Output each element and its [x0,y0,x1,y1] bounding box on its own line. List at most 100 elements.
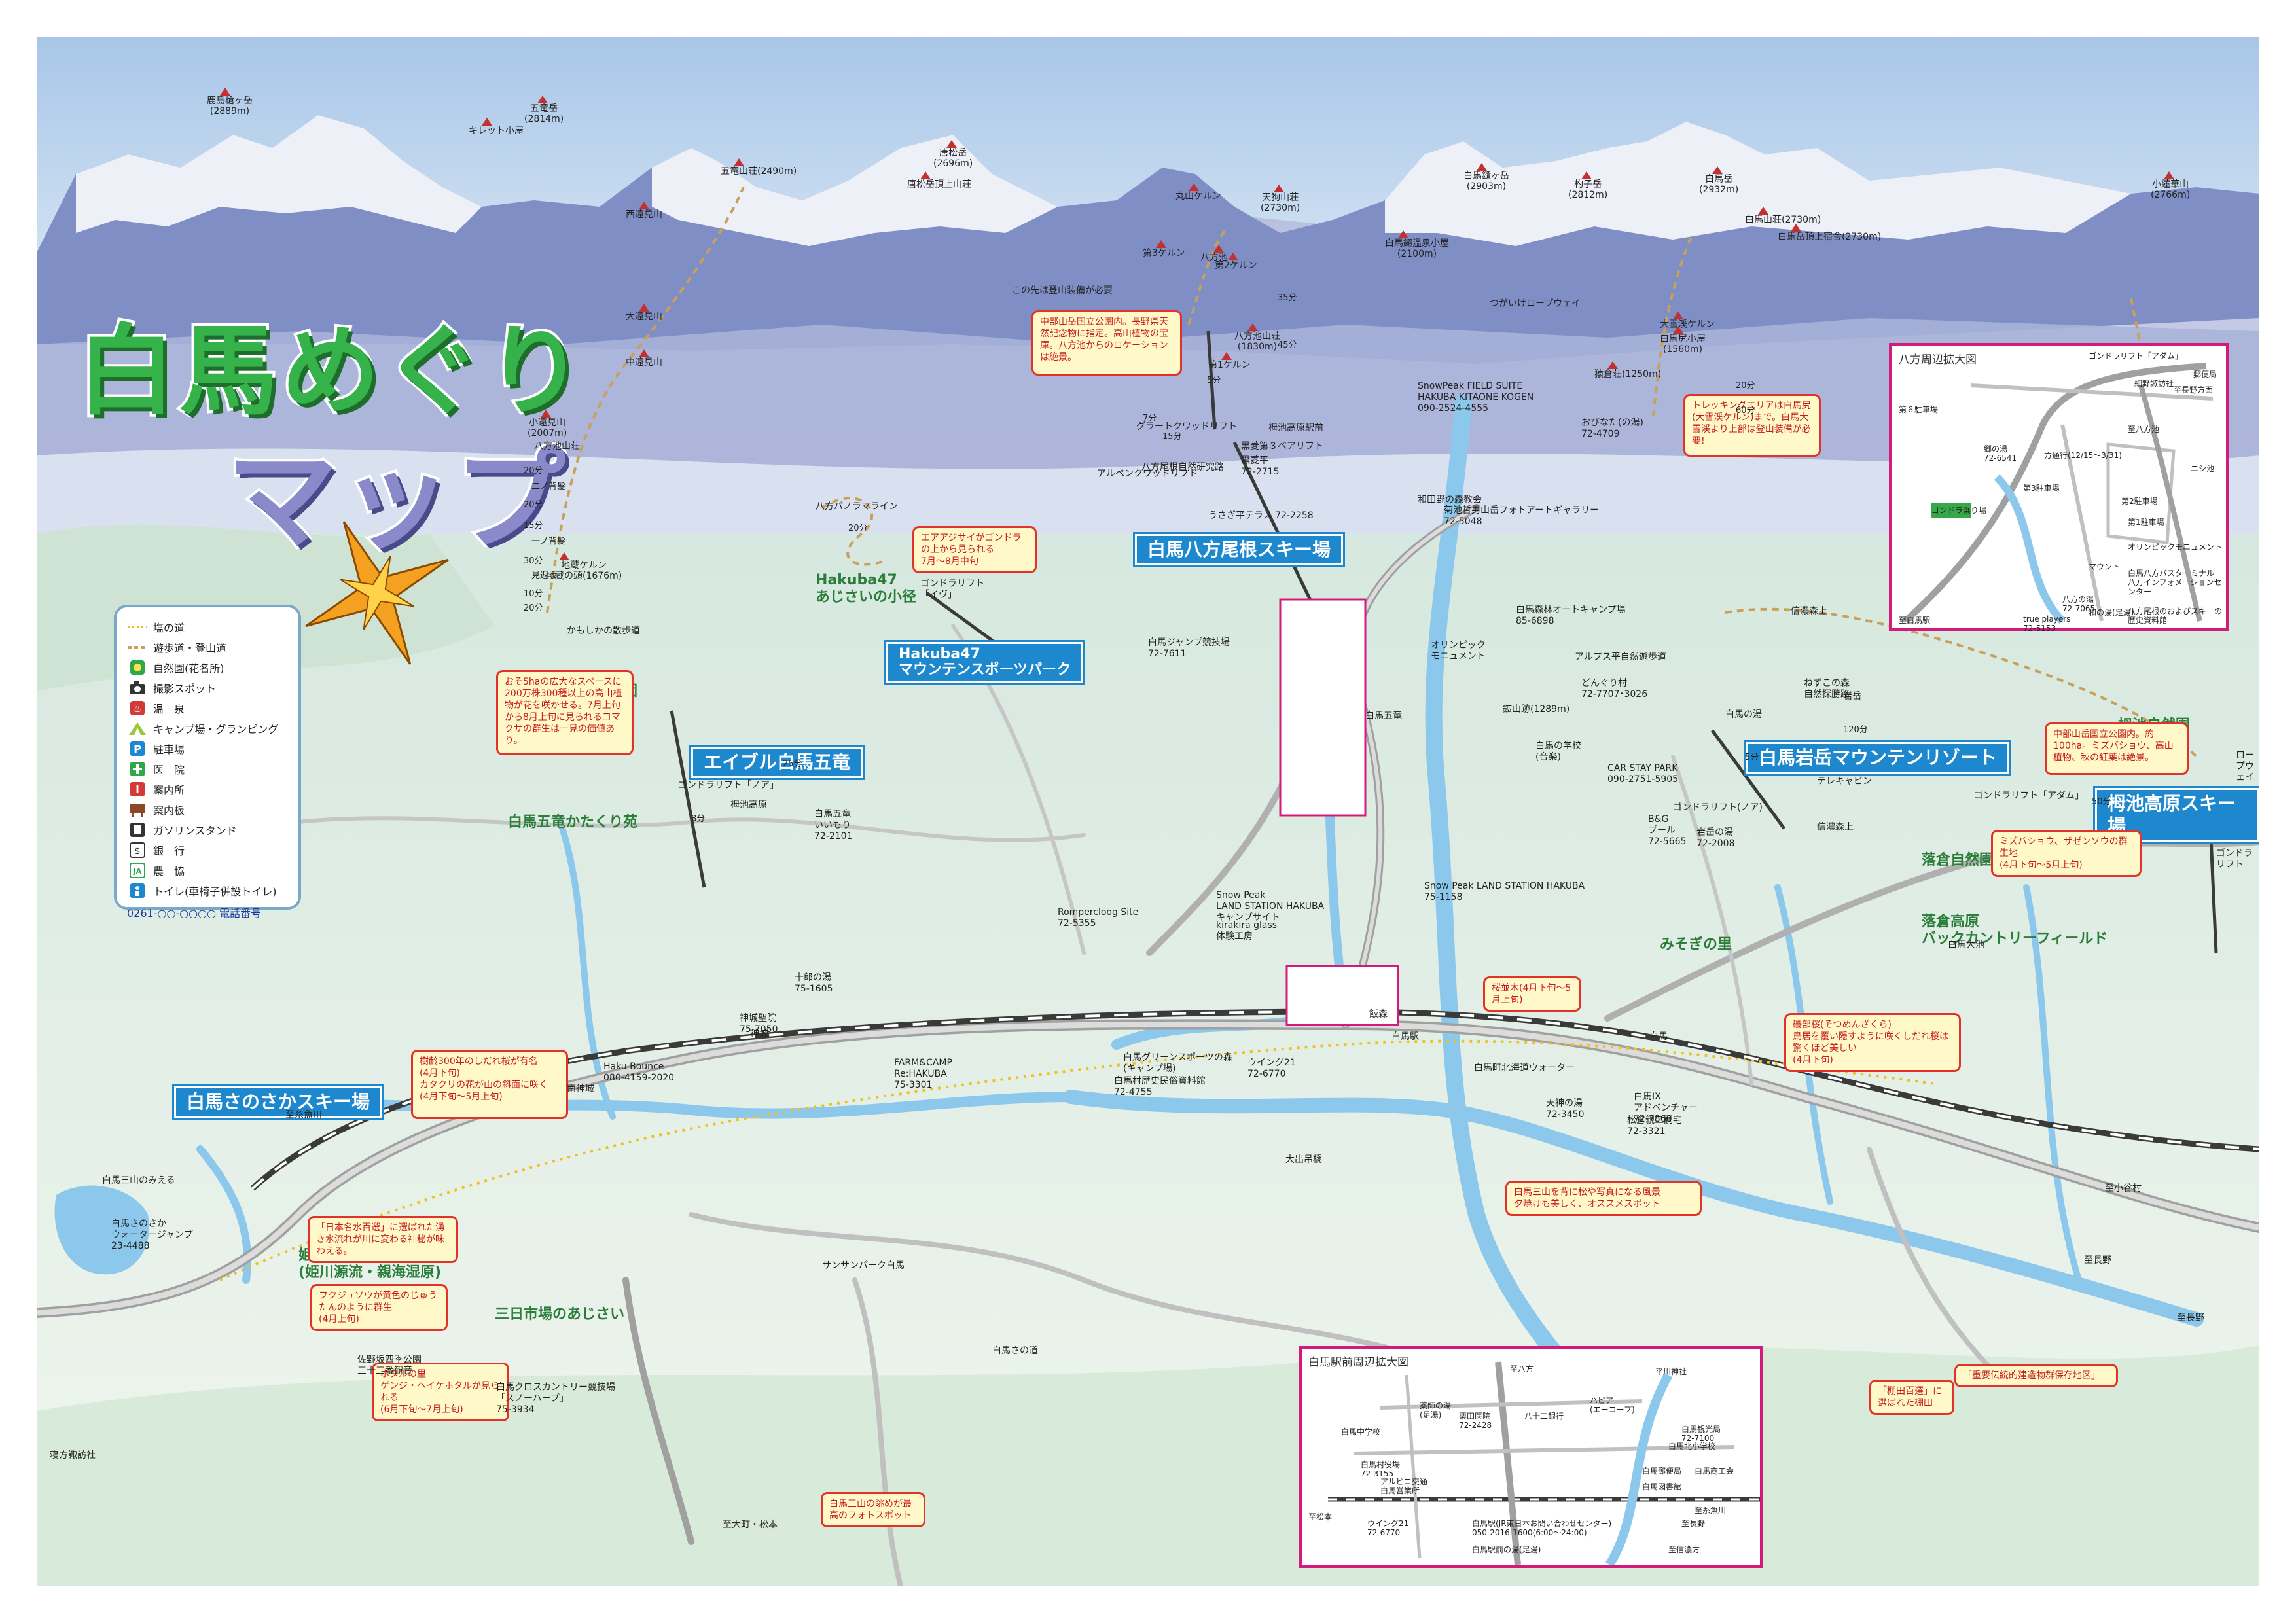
legend-item: 遊歩道・登山道 [127,637,288,657]
ski-area-banner: 白馬岩岳マウンテンリゾート [1746,742,2010,774]
peak-label: 小蓮華山 (2766m) [2151,179,2191,200]
place-label: 白馬大池 [1948,940,1984,950]
place-label: 黒菱第３ペアリフト [1241,441,1323,452]
peak-marker-icon [920,171,931,179]
peak-marker-icon [1673,312,1683,319]
inset-happo-label: 細野諏訪社 [2134,379,2174,388]
inset-happo-label: 八方の湯 72-7065 [2062,595,2096,613]
place-label: 神城 [750,1029,768,1039]
place-label: 菊池哲男山岳フォトアートギャラリー 72-5048 [1444,505,1600,527]
trail-time-label: 5分 [1745,753,1759,762]
inset-happo-label: 至白馬駅 [1899,616,1931,625]
legend-item-label: ガソリンスタンド [153,824,237,837]
legend-item-label: 温 泉 [153,702,185,715]
inset-happo-label: 白馬八方バスターミナル 八方インフォメーションセンター [2128,569,2222,596]
inset-happo-label: 至八方池 [2128,425,2160,434]
trail-time-label: 20分 [1736,381,1755,391]
place-label: ゴンドラリフト 「イヴ」 [920,579,984,600]
inset-happo-label: 第3駐車場 [2023,484,2060,493]
peak-label: 白馬鑓ヶ岳 (2903m) [1463,171,1509,192]
peak-marker-icon [1673,326,1683,334]
inset-station-drawing [1328,1361,1760,1565]
ja-icon: JA [127,862,148,878]
inset-station-label: 栗田医院 72-2428 [1459,1412,1492,1430]
inset-happo-label: マウント [2089,562,2121,571]
place-label: 白馬 [1649,1031,1668,1042]
info-callout: 「棚田百選」に選ばれた棚田 [1869,1380,1954,1415]
peak-marker-icon [1274,185,1284,192]
peak-label: 白馬岳頂上宿舎(2730m) [1778,232,1882,242]
legend-item-label: 銀 行 [153,844,185,857]
inset-station-label: 八十二銀行 [1524,1412,1564,1421]
place-label: 白馬さの道 [992,1346,1038,1356]
place-label: ゴンドラリフト [2216,848,2253,870]
trail-time-label: 50分 [2092,797,2111,807]
peak-marker-icon [734,158,744,166]
peak-label: 天狗山荘 (2730m) [1261,192,1300,213]
inset-station-frame [1285,965,1399,1026]
place-label: ゴンドラリフト「アダム」 [1974,791,2084,801]
place-label: 白馬IX アドベンチャー 72-7860 [1634,1092,1698,1124]
peak-marker-icon [639,349,649,357]
place-label: 黒菱平 72-2715 [1241,455,1280,477]
peak-label: キレット小屋 [469,126,524,136]
place-label: つがいけロープウェイ [1490,298,1581,309]
trail-time-label: 20分 [524,466,543,476]
legend-item-label: 駐車場 [153,743,185,756]
inset-station-label: 白馬商工会 [1695,1467,1734,1476]
place-label: 白馬五竜 いいもり 72-2101 [814,809,853,842]
toilet-icon [127,883,148,899]
camera-icon [127,680,148,696]
info-callout: ミズバショウ、ザゼンソウの群生地 (4月下旬～5月上旬) [1991,830,2142,877]
peak-label: 第1ケルン [1208,360,1251,370]
place-label: おびなた(の湯) 72-4709 [1581,418,1643,439]
place-label: 至小谷村 [2105,1183,2142,1194]
trail-icon [127,639,148,655]
inset-happo-label: 和の湯(足湯) [2089,608,2134,617]
place-label: アルプス平自然遊歩道 [1575,652,1666,662]
trail-time-label: 20分 [524,500,543,510]
place-label: 神城聖院 75-7050 [740,1013,778,1035]
trail-time-label: 25分 [783,759,802,769]
place-label: 白馬ジャンプ競技場 72-7611 [1148,637,1230,659]
peak-label: 第3ケルン [1143,248,1185,259]
inset-station-label: 白馬中学校 [1341,1427,1381,1436]
ski-area-banner: 白馬八方尾根スキー場 [1135,534,1344,565]
bank-icon: $ [127,842,148,858]
legend-item: 塩の道 [127,616,288,637]
peak-marker-icon [1712,166,1723,174]
peak-marker-icon [639,304,649,312]
inset-happo-frame [1279,598,1367,817]
inset-happo-label: ゴンドラ乗り場 [1931,506,1987,515]
place-label: 白馬さのさか ウォータージャンプ 23-4488 [111,1219,193,1251]
inset-station-label: 白馬北小学校 [1668,1442,1716,1451]
town-blocks [1280,599,1399,1026]
trail-time-label: 5分 [1207,376,1221,385]
place-label: 至長野 [2084,1255,2111,1266]
info-callout: 白馬三山の眺めが最高のフォトスポット [821,1492,925,1527]
place-label: 十郎の湯 75-1605 [795,972,833,994]
legend-item-label: 自然園(花名所) [153,662,224,675]
svg-text:P: P [134,743,141,755]
place-label: 和田野の森教会 [1418,495,1482,505]
legend-item: 医 院 [127,758,288,779]
peak-label: 小遠見山 (2007m) [528,418,567,438]
place-label: Snow Peak LAND STATION HAKUBA 75-1158 [1424,881,1585,902]
place-label: かもしかの散歩道 [567,626,640,636]
legend-item: キャンプ場・グランピング [127,718,288,738]
inset-happo-label: 至長野方面 [2174,385,2214,395]
inset-station-label: 至信濃方 [1668,1545,1700,1554]
peak-label: 地蔵ケルン 地蔵の頭(1676m) [546,560,622,581]
onsen-icon: ♨ [127,700,148,716]
place-label: 白馬村歴史民俗資料館 72-4755 [1114,1076,1206,1097]
peak-label: 猿倉荘(1250m) [1594,369,1662,380]
ski-area-banner: Hakuba47 マウンテンスポーツパーク [886,642,1084,683]
place-label: 至糸魚川 [285,1110,322,1120]
trail-time-label: 15分 [1162,432,1182,442]
place-label: 八方池山荘 [534,441,580,452]
svg-text:$: $ [135,846,141,857]
trail-time-label: 30分 [524,556,543,566]
trail-time-label: 35分 [1278,293,1297,303]
